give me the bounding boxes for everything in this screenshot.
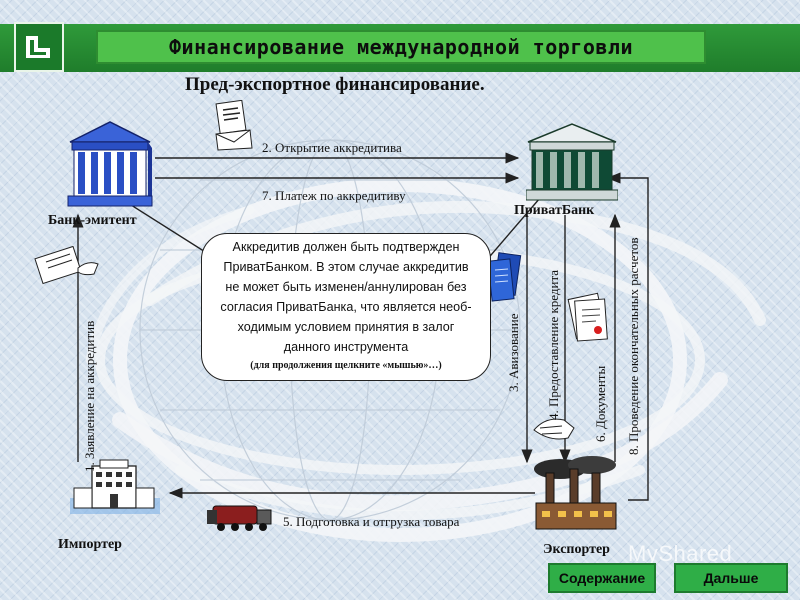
privatbank-label: ПриватБанк xyxy=(514,203,595,218)
callout-pointer-left xyxy=(119,197,211,256)
watermark: MyShared xyxy=(628,541,733,566)
callout-continue-hint: (для продолжения щелкните «мышью»…) xyxy=(250,360,442,371)
documents-seal-icon xyxy=(567,292,608,342)
step-6-documents: 6. Документы xyxy=(593,365,608,442)
callout-line: ПриватБанком. В этом случае аккредитив xyxy=(223,260,469,274)
credit-hand-icon xyxy=(533,418,575,440)
callout-line: данного инструмента xyxy=(283,340,409,354)
hand-document-icon xyxy=(34,246,99,285)
train-icon xyxy=(207,505,272,531)
privatbank-icon xyxy=(526,123,618,201)
importer-label: Импортер xyxy=(58,537,122,552)
arrow-final-settlement xyxy=(606,172,649,501)
step-4-credit: 4. Предоставление кредита xyxy=(546,269,561,420)
step-5-shipment: 5. Подготовка и отгрузка товара xyxy=(283,514,460,529)
exporter-factory-icon xyxy=(534,456,617,530)
next-button[interactable]: Дальше xyxy=(674,563,788,593)
page-title: Финансирование международной торговли xyxy=(168,35,634,59)
step-1-application: 1. Заявление на аккредитив xyxy=(82,320,97,472)
issuing-bank-icon xyxy=(67,121,153,207)
callout-line: Аккредитив должен быть подтвержден xyxy=(232,240,460,254)
contents-button[interactable]: Содержание xyxy=(548,563,656,593)
step-3-advising: 3. Авизование xyxy=(506,313,521,392)
step-2-open-letter-of-credit: 2. Открытие аккредитива xyxy=(262,140,402,155)
callout-note[interactable]: Аккредитив должен быть подтвержден Прива… xyxy=(201,233,491,381)
page-subtitle: Пред-экспортное финансирование. xyxy=(185,74,485,95)
document-letter-icon xyxy=(215,100,253,151)
issuing-bank-label: Банк-эмитент xyxy=(48,213,137,228)
exporter-label: Экспортер xyxy=(543,542,610,557)
callout-line: ходимым условием принятия в залог xyxy=(237,320,455,334)
callout-line: согласия ПриватБанка, что является необ- xyxy=(220,300,472,314)
step-7-payment: 7. Платеж по аккредитиву xyxy=(262,188,406,203)
callout-line: не может быть изменен/аннулирован без xyxy=(225,280,467,294)
advising-documents-icon xyxy=(487,252,522,302)
importer-building-icon xyxy=(70,459,160,514)
title-band xyxy=(96,30,706,64)
step-8-final-settlement: 8. Проведение окончательных расчетов xyxy=(626,237,641,456)
privatbank-logo-icon xyxy=(14,22,64,72)
callout-pointer-right xyxy=(484,197,541,263)
